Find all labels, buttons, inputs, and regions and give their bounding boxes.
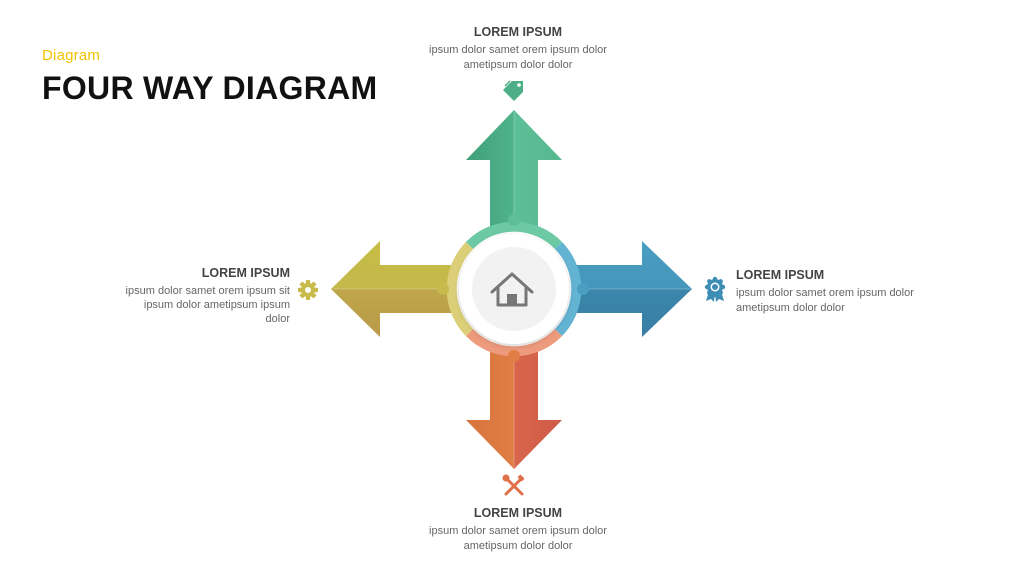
arrow-right — [570, 241, 692, 337]
branch-bottom-line-2: ametipsum dolor dolor — [463, 540, 573, 552]
award-badge-icon — [704, 276, 726, 302]
branch-left-line-1: ipsum dolor samet orem ipsum sit — [125, 285, 290, 297]
branch-right-line-1: ipsum dolor samet orem ipsum dolor — [736, 287, 914, 299]
branch-left-heading: LOREM IPSUM — [201, 266, 290, 280]
branch-right-description: ipsum dolor samet orem ipsum dolor ameti… — [736, 286, 946, 316]
home-icon — [490, 272, 534, 307]
arrow-up — [466, 110, 562, 230]
center-ring — [437, 214, 589, 362]
slide-title: FOUR WAY DIAGRAM — [42, 70, 378, 106]
branch-right-text: LOREM IPSUM ipsum dolor samet orem ipsum… — [736, 268, 946, 316]
branch-bottom-text: LOREM IPSUM ipsum dolor samet orem ipsum… — [398, 506, 638, 554]
slide-kicker: Diagram — [42, 47, 101, 64]
branch-right-line-2: ametipsum dolor dolor — [736, 302, 845, 314]
branch-bottom-description: ipsum dolor samet orem ipsum dolor ameti… — [398, 524, 638, 554]
branch-top-text: LOREM IPSUM ipsum dolor samet orem ipsum… — [398, 25, 638, 73]
branch-top-line-1: ipsum dolor samet orem ipsum dolor — [429, 44, 607, 56]
branch-left-line-3: dolor — [265, 313, 290, 325]
tag-icon — [503, 80, 523, 101]
branch-bottom-heading: LOREM IPSUM — [473, 506, 563, 520]
branch-left-text: LOREM IPSUM ipsum dolor samet orem ipsum… — [100, 266, 290, 326]
branch-bottom-line-1: ipsum dolor samet orem ipsum dolor — [429, 525, 607, 537]
branch-top-line-2: ametipsum dolor dolor — [463, 59, 573, 71]
branch-top-description: ipsum dolor samet orem ipsum dolor ameti… — [398, 43, 638, 73]
branch-left-description: ipsum dolor samet orem ipsum sit ipsum d… — [100, 284, 290, 326]
gear-icon — [298, 280, 318, 300]
branch-left-line-2: ipsum dolor ametipsum ipsum — [143, 299, 290, 311]
branch-top-heading: LOREM IPSUM — [473, 25, 563, 39]
tools-icon — [502, 474, 525, 496]
branch-right-heading: LOREM IPSUM — [736, 268, 825, 282]
